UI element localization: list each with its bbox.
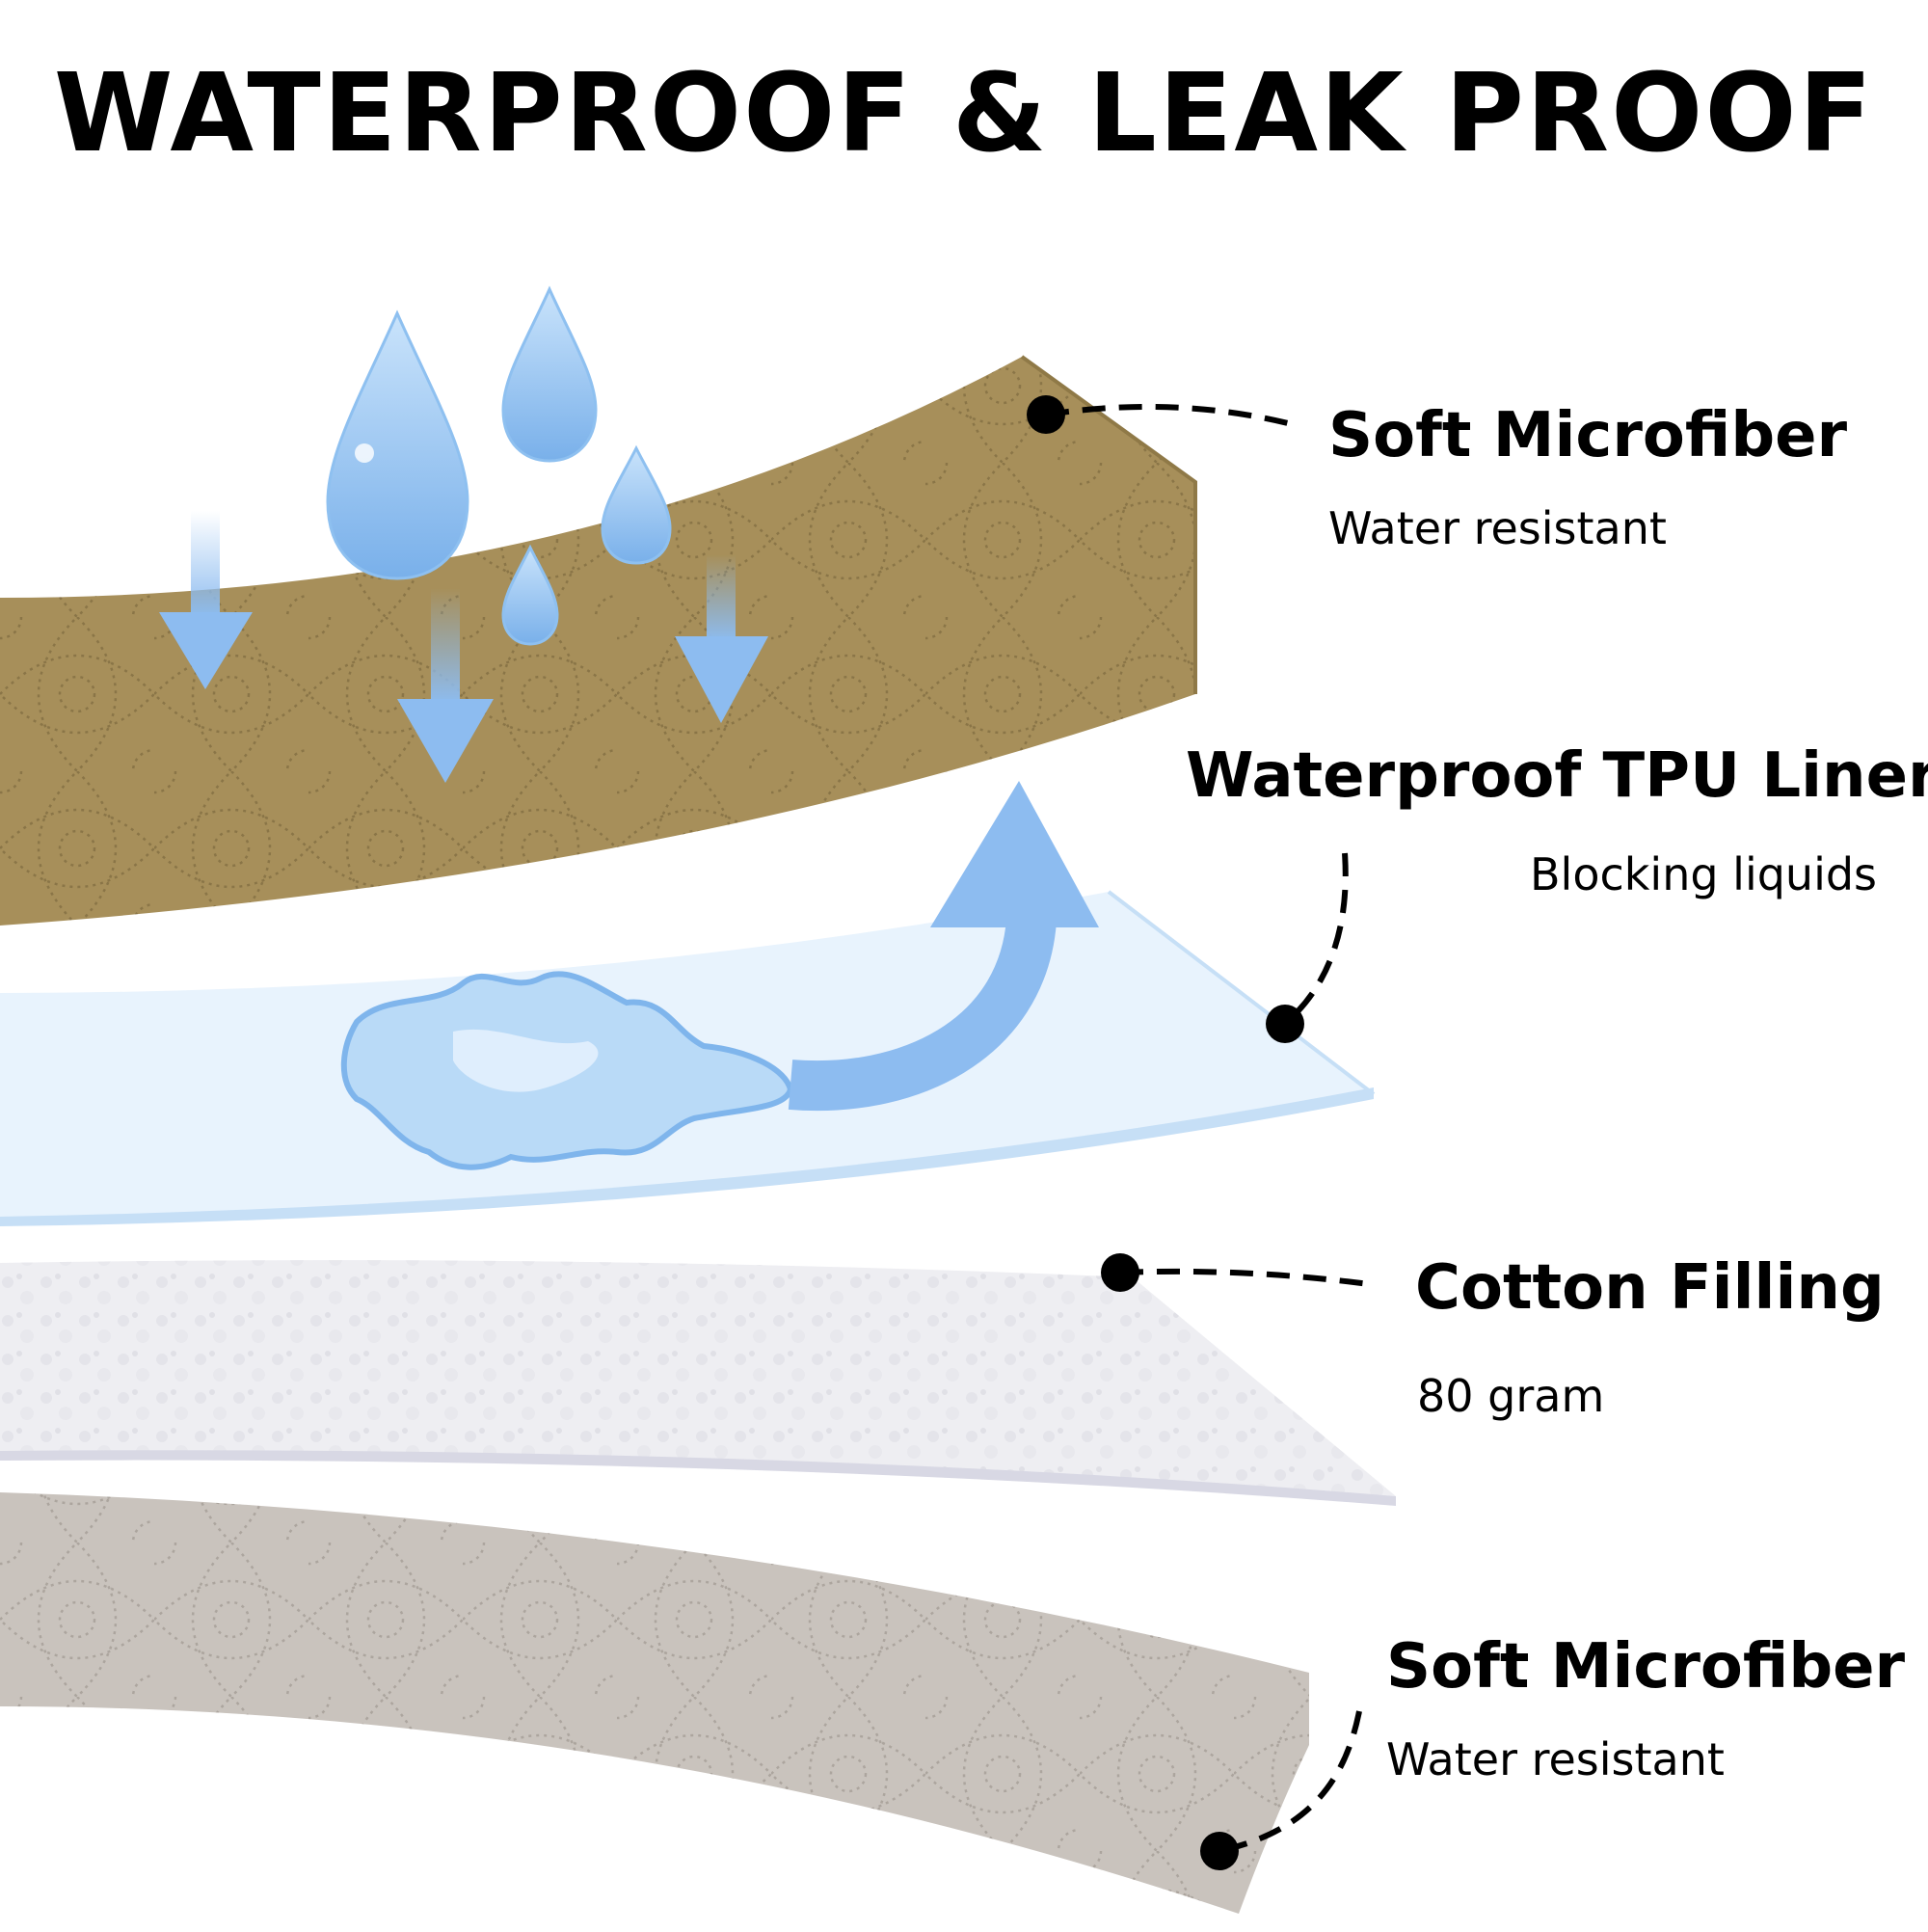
callout-dot — [1027, 395, 1065, 434]
layer-3-subtitle: 80 gram — [1417, 1370, 1605, 1422]
callout-dot — [1101, 1253, 1139, 1292]
callout-dot — [1266, 1005, 1304, 1043]
page-title: WATERPROOF & LEAK PROOF — [53, 51, 1875, 176]
layer-2-title: Waterproof TPU Liner — [1186, 740, 1928, 812]
layer-4-subtitle: Water resistant — [1386, 1733, 1725, 1785]
layer-1-title: Soft Microfiber — [1328, 400, 1848, 471]
microfiber-top-layer — [0, 355, 1197, 926]
water-drop-icon — [326, 285, 672, 646]
callout-connectors — [1045, 404, 1370, 1854]
microfiber-bottom-layer — [0, 1492, 1309, 1914]
layer-1-subtitle: Water resistant — [1328, 502, 1667, 554]
water-splash-icon — [340, 971, 794, 1170]
layer-4-title: Soft Microfiber — [1386, 1631, 1906, 1703]
down-arrow-icon — [159, 511, 768, 783]
cotton-filling-layer — [0, 1260, 1396, 1506]
layer-2-subtitle: Blocking liquids — [1530, 848, 1878, 900]
layer-3-title: Cotton Filling — [1415, 1252, 1885, 1324]
callout-dot — [1200, 1832, 1239, 1870]
curved-up-arrow-icon — [788, 781, 1099, 1112]
